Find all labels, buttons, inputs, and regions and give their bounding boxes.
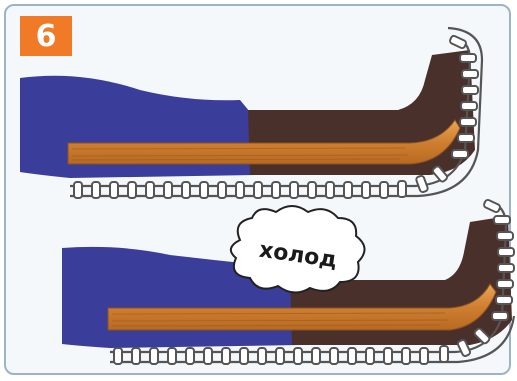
bottom-leg-scene: холод <box>62 199 514 364</box>
top-leg-scene <box>20 28 482 198</box>
cold-cloud: холод <box>231 206 365 293</box>
